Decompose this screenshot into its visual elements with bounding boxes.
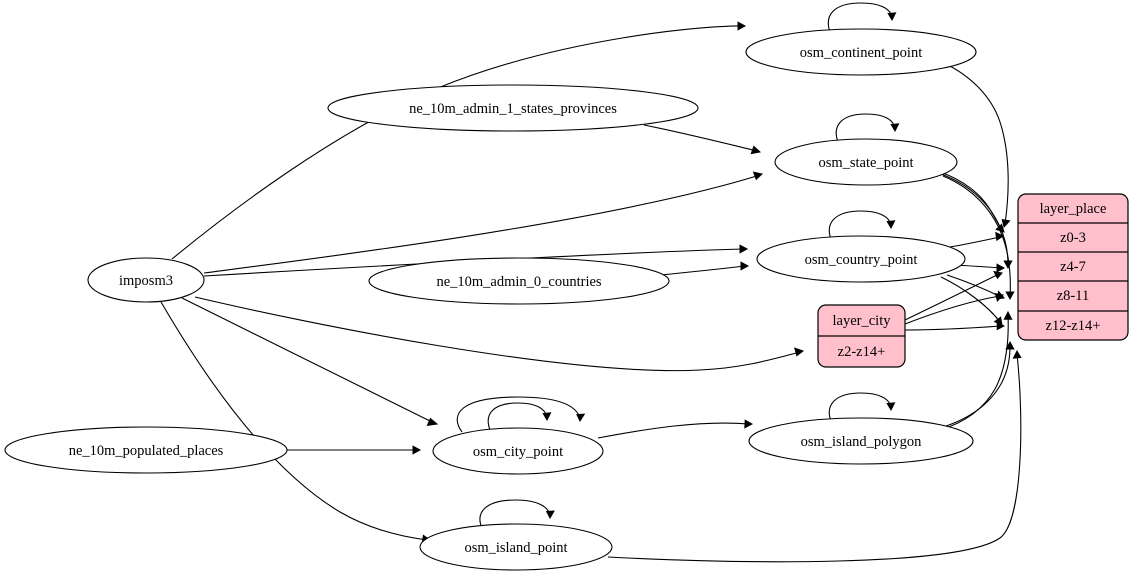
node-ne_10m_admin_1_states_provinces[interactable]: ne_10m_admin_1_states_provinces: [327, 84, 699, 132]
edge-self-loop-osm_city_point-inner: [487, 402, 552, 431]
edge-osm_island_polygon-to-layer_place-z8-11: [939, 310, 1013, 431]
record-row-layer_place-z4-7: z4-7: [1060, 259, 1086, 275]
edge-osm_city_point-to-osm_island_polygon: [597, 419, 754, 439]
edge-osm_country_point-to-layer_place-z4-7: [954, 263, 1006, 273]
edge-self-loop-osm_city_point-outer: [456, 396, 586, 433]
node-osm_state_point[interactable]: osm_state_point: [774, 138, 958, 186]
edge-osm_country_point-to-layer_place-z0-3: [949, 231, 1005, 248]
node-label-osm-continent-point: osm_continent_point: [800, 45, 922, 61]
edge-osm_island_polygon-to-layer_place-z12-z14: [942, 340, 1015, 428]
record-node-layer_city[interactable]: layer_city z2-z14+: [817, 304, 906, 368]
record-node-layer_place[interactable]: layer_place z0-3 z4-7 z8-11 z12-z14+: [1017, 193, 1129, 341]
node-label-osm-island-polygon: osm_island_polygon: [801, 434, 923, 450]
edge-layer_city-to-layer_place-z8-11: [904, 292, 1004, 325]
edge-osm_state_point-to-layer_place-z0-3: [939, 171, 1005, 233]
node-label-ne-populated: ne_10m_populated_places: [69, 443, 224, 459]
record-row-layer_place-header: layer_place: [1040, 201, 1107, 217]
edge-osm_island_point-to-layer_place-z12-z14: [607, 349, 1022, 563]
node-ne_10m_populated_places[interactable]: ne_10m_populated_places: [4, 426, 288, 474]
node-osm_island_point[interactable]: osm_island_point: [419, 523, 613, 571]
node-label-osm-country-point: osm_country_point: [805, 252, 918, 268]
node-osm_island_polygon[interactable]: osm_island_polygon: [748, 417, 974, 465]
edge-self-loop-osm_continent_point: [827, 2, 897, 33]
node-osm_city_point[interactable]: osm_city_point: [432, 427, 604, 475]
edge-layer_city-to-layer_place-z4-7: [904, 270, 1003, 321]
record-row-layer_place-z0-3: z0-3: [1060, 230, 1086, 246]
record-row-layer_city-z2-z14: z2-z14+: [838, 344, 886, 360]
edge-ne_states-to-osm_state_point: [643, 124, 762, 155]
edge-imposm3-to-osm_continent_point: [171, 21, 747, 260]
edge-imposm3-to-layer_city: [194, 296, 805, 372]
edge-self-loop-osm_state_point: [835, 113, 900, 143]
edge-self-loop-osm_island_polygon: [828, 392, 896, 422]
node-label-imposm3: imposm3: [119, 273, 173, 289]
node-osm_country_point[interactable]: osm_country_point: [756, 235, 966, 283]
node-osm_continent_point[interactable]: osm_continent_point: [745, 28, 977, 76]
node-label-osm-city-point: osm_city_point: [473, 444, 563, 460]
edge-self-loop-osm_island_point: [479, 499, 555, 529]
edge-layer_city-to-layer_place-z12-z14: [904, 321, 1006, 331]
node-label-ne-states: ne_10m_admin_1_states_provinces: [409, 101, 617, 117]
record-row-layer_place-z8-11: z8-11: [1057, 288, 1089, 304]
record-row-layer_place-z12-z14: z12-z14+: [1046, 318, 1101, 334]
node-imposm3[interactable]: imposm3: [87, 257, 205, 303]
edge-imposm3-to-osm_city_point: [181, 297, 439, 427]
node-label-ne-countries: ne_10m_admin_0_countries: [436, 274, 601, 290]
node-ne_10m_admin_0_countries[interactable]: ne_10m_admin_0_countries: [368, 257, 670, 305]
edge-imposm3-to-osm_state_point: [203, 171, 764, 274]
record-row-layer_city-header: layer_city: [833, 313, 892, 329]
node-label-osm-state-point: osm_state_point: [818, 155, 913, 171]
edge-ne_populated-to-osm_city_point: [287, 445, 422, 455]
node-label-osm-island-point: osm_island_point: [464, 540, 567, 556]
edge-self-loop-osm_country_point: [828, 210, 896, 240]
edge-osm_state_point-to-layer_place-z8-11: [942, 175, 1015, 301]
edge-ne_countries-to-osm_country_point: [660, 261, 750, 276]
edge-osm_continent_point-to-layer_place-z0-3: [943, 62, 1011, 229]
edge-imposm3-to-osm_island_point: [160, 301, 432, 544]
